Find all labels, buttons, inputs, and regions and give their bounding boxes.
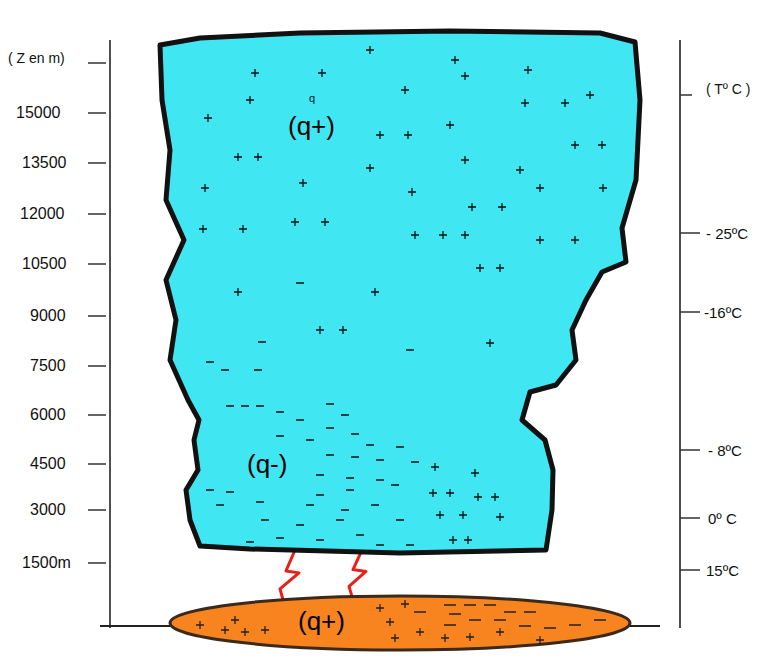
temperature-value: - 25ºC — [706, 225, 748, 242]
height-value: 4500 — [30, 455, 66, 473]
cloud-body — [160, 31, 640, 553]
temperature-axis — [679, 40, 681, 628]
temperature-value: -16ºC — [704, 304, 742, 321]
ground-positive-charges — [196, 600, 544, 644]
charge-label: (q+) — [288, 112, 335, 142]
height-value: 15000 — [16, 104, 61, 122]
height-value: 6000 — [30, 406, 66, 424]
height-value: 13500 — [22, 154, 67, 172]
height-value: 9000 — [30, 307, 66, 325]
negative-charges — [206, 283, 419, 545]
axis-title: ( Tº C ) — [706, 81, 751, 97]
stray-mark: q — [309, 92, 315, 105]
temperature-ticks — [680, 95, 700, 570]
ground-body — [170, 596, 630, 650]
height-axis — [109, 40, 111, 628]
ground-region: (q+) — [168, 594, 632, 652]
lightning-bolt — [280, 550, 299, 600]
temperature-value: - 8ºC — [708, 442, 742, 459]
cloud-outline — [155, 28, 645, 558]
charge-label: (q-) — [247, 450, 287, 480]
positive-charges — [199, 46, 607, 544]
temperature-value: 15ºC — [706, 562, 739, 579]
height-value: 1500m — [22, 554, 71, 572]
temperature-value: 0º C — [708, 510, 737, 527]
axis-title: ( Z en m) — [8, 50, 65, 66]
height-value: 3000 — [30, 501, 66, 519]
charge-label: (q+) — [298, 607, 345, 637]
height-value: 10500 — [22, 255, 67, 273]
ground-negative-charges — [414, 605, 606, 628]
storm-cloud: (q+) (q-) — [155, 28, 645, 558]
height-value: 7500 — [30, 357, 66, 375]
ground-outline — [168, 594, 632, 652]
lightning-bolt — [349, 550, 366, 597]
height-ticks — [88, 63, 106, 563]
height-value: 12000 — [20, 205, 65, 223]
